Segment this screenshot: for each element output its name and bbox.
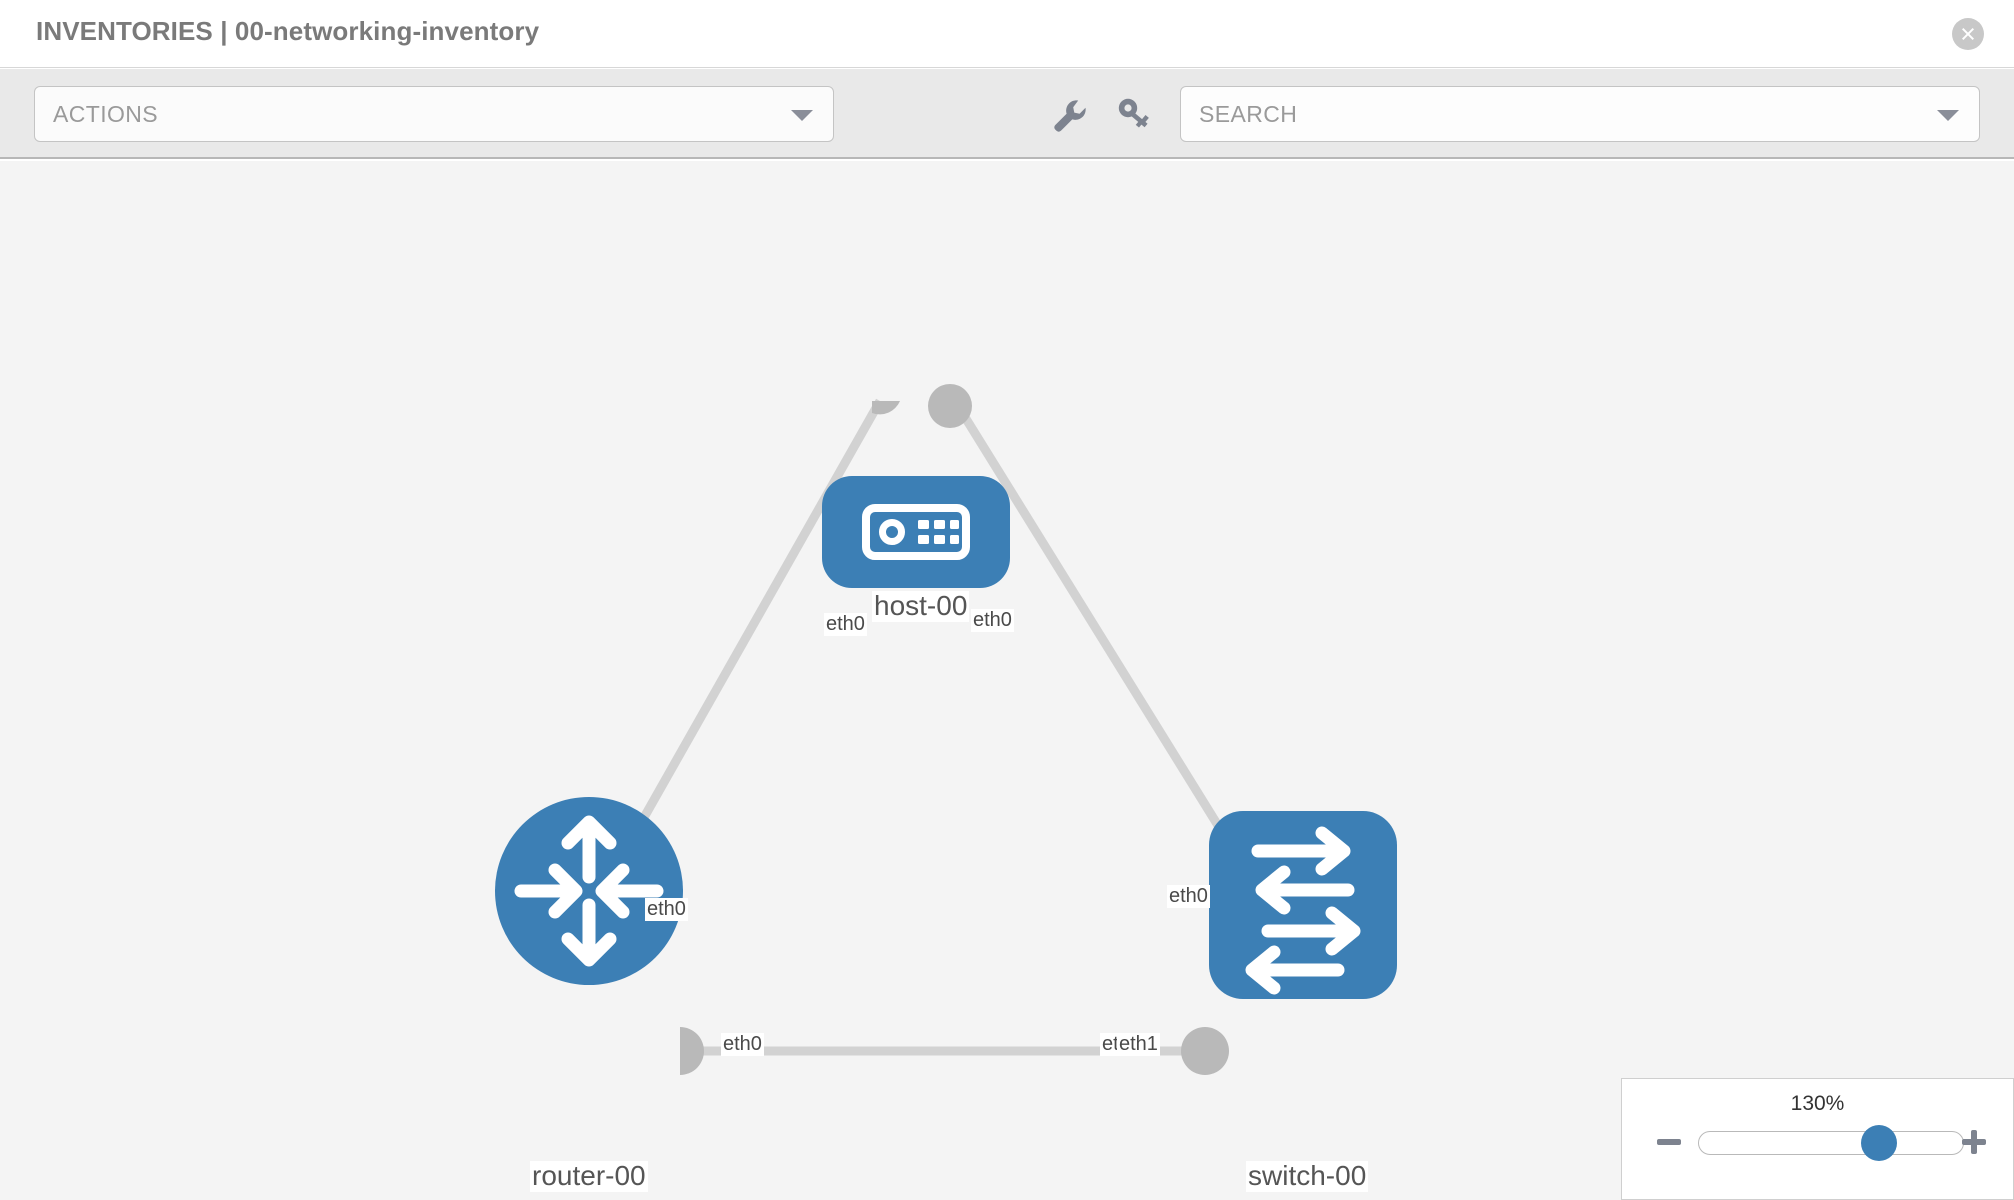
node-label-host-00: host-00 [872,590,970,622]
zoom-slider-thumb[interactable] [1860,1125,1897,1161]
topology-canvas[interactable]: host-00 router-00 switch-00 eth0 eth0 et… [0,161,2014,1200]
edge-label-switch00-eth0-uplink: eth0 [1167,885,1210,908]
close-icon[interactable] [1952,18,1984,50]
node-router-00[interactable] [495,797,683,985]
edge-label-router00-eth0: eth0 [721,1033,764,1056]
chevron-down-icon[interactable] [1937,110,1959,121]
endpoint-router00-eth0 [680,1027,704,1075]
page-header: INVENTORIES | 00-networking-inventory [0,0,2014,68]
plus-icon[interactable] [1957,1125,1991,1159]
topology-graph [495,384,1397,1075]
search-input[interactable]: SEARCH [1180,86,1980,142]
zoom-slider[interactable] [1698,1125,1964,1161]
page-title: INVENTORIES | 00-networking-inventory [36,16,540,46]
minus-icon[interactable] [1652,1125,1686,1159]
chevron-down-icon [791,110,813,121]
edge-label-switch00-eth1: eth1 [1117,1033,1160,1056]
link-host00-router00 [621,398,884,854]
node-label-router-00: router-00 [530,1160,648,1192]
key-icon[interactable] [1112,91,1158,137]
toolbar: ACTIONS SEARCH [0,69,2014,159]
zoom-level-value: 130% [1790,1092,1845,1115]
node-label-switch-00: switch-00 [1246,1160,1369,1192]
switch-arrows-icon [1245,826,1361,995]
actions-dropdown[interactable]: ACTIONS [34,86,834,142]
endpoint-host00-eth0-right [928,384,972,428]
zoom-control-panel: 130% [1621,1078,2014,1200]
actions-dropdown-label: ACTIONS [53,101,159,127]
endpoint-switch00-eth1 [1181,1027,1229,1075]
edge-label-host00-eth0-right: eth0 [971,609,1014,632]
edge-label-router00-eth0-uplink: eth0 [645,898,688,921]
edge-label-host00-eth0-left: eth0 [824,613,867,636]
node-switch-00[interactable] [1209,811,1397,999]
wrench-icon[interactable] [1045,91,1091,137]
router-arrows-icon [514,815,664,967]
node-host-00[interactable] [822,476,1010,588]
search-placeholder: SEARCH [1199,101,1298,127]
server-icon [862,504,970,560]
link-host00-switch00 [951,398,1244,864]
endpoint-host00-eth0-left [872,401,900,415]
